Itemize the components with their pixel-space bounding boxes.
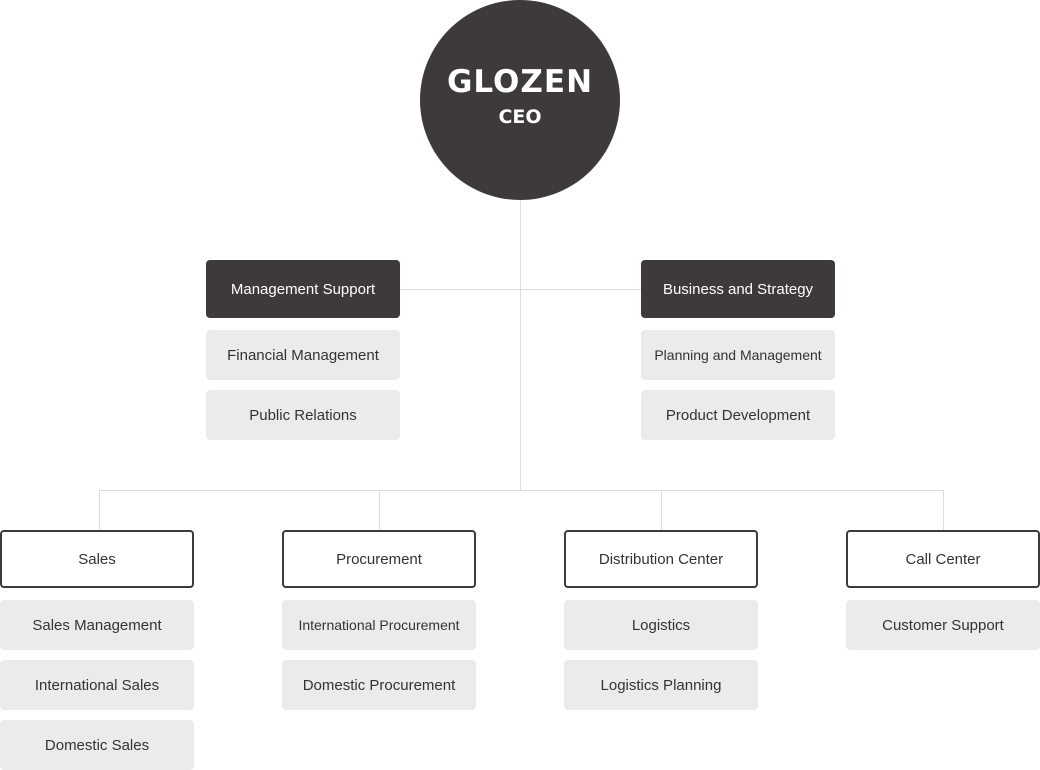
team-product-development: Product Development bbox=[641, 390, 835, 440]
dept-sales: Sales bbox=[0, 530, 194, 588]
team-planning-and-management: Planning and Management bbox=[641, 330, 835, 380]
team-customer-support: Customer Support bbox=[846, 600, 1040, 650]
dept-distribution-center: Distribution Center bbox=[564, 530, 758, 588]
ceo-title: CEO bbox=[498, 106, 542, 128]
team-international-sales: International Sales bbox=[0, 660, 194, 710]
dept-procurement: Procurement bbox=[282, 530, 476, 588]
company-logo: GLOZEN bbox=[446, 64, 594, 100]
team-domestic-sales: Domestic Sales bbox=[0, 720, 194, 770]
dept-management-support: Management Support bbox=[206, 260, 400, 318]
dept-call-center: Call Center bbox=[846, 530, 1040, 588]
ceo-node: GLOZEN CEO bbox=[420, 0, 620, 200]
team-logistics-planning: Logistics Planning bbox=[564, 660, 758, 710]
team-financial-management: Financial Management bbox=[206, 330, 400, 380]
dept-business-and-strategy: Business and Strategy bbox=[641, 260, 835, 318]
team-sales-management: Sales Management bbox=[0, 600, 194, 650]
team-logistics: Logistics bbox=[564, 600, 758, 650]
team-public-relations: Public Relations bbox=[206, 390, 400, 440]
team-international-procurement: International Procurement bbox=[282, 600, 476, 650]
team-domestic-procurement: Domestic Procurement bbox=[282, 660, 476, 710]
